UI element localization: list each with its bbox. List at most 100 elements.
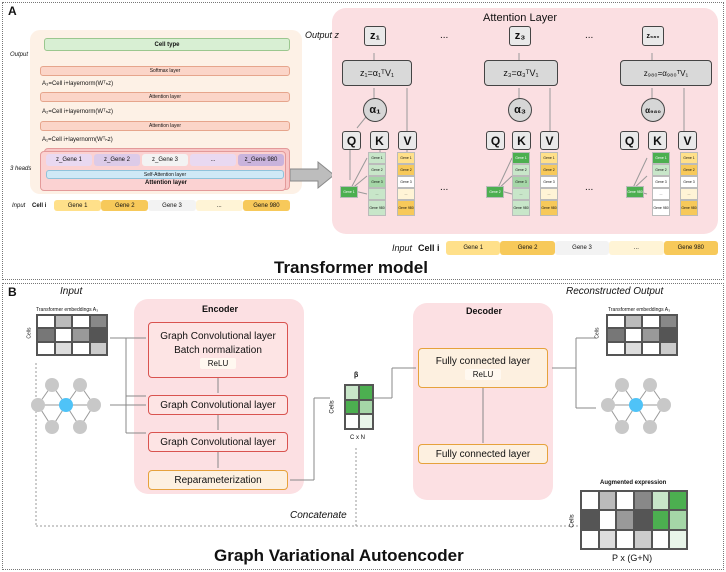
- ellipsis-top-2: ...: [585, 30, 594, 41]
- gene-980-right: Gene 980: [663, 241, 719, 255]
- gene-row-right: Gene 1 Gene 2 Gene 3 ... Gene 980: [446, 241, 719, 255]
- output-label: Output: [10, 52, 29, 58]
- reconstructed-output-label: Reconstructed Output: [566, 286, 664, 297]
- gcl-block-3: Graph Convolutional layer: [148, 432, 288, 452]
- gene-1-right: Gene 1: [446, 241, 501, 255]
- fcl-block-2: Fully connected layer: [418, 444, 548, 464]
- gcl-batchnorm-block: Graph Convolutional layer Batch normaliz…: [148, 322, 288, 378]
- mini-v3-g5: Gene 980: [680, 200, 698, 216]
- input-matrix: [36, 314, 108, 356]
- input-label-right: Input: [392, 243, 413, 253]
- concatenate-label: Concatenate: [290, 510, 347, 521]
- self-attention-layer: Self-Attention layer: [46, 170, 284, 179]
- input-label-b: Input: [60, 286, 83, 297]
- gene-980-left: Gene 980: [242, 200, 291, 211]
- input-label-left: Input: [12, 203, 26, 209]
- z-gene-3: z_Gene 3: [142, 154, 188, 166]
- mini-v1-g3: Gene 3: [397, 176, 415, 188]
- panel-b-letter: B: [8, 285, 17, 299]
- fcl-label-1: Fully connected layer: [435, 356, 531, 367]
- panel-b: [2, 283, 724, 570]
- panel-a-letter: A: [8, 4, 17, 18]
- v-box-1: V: [398, 131, 417, 150]
- attention-layer-title: Attention Layer: [483, 12, 557, 24]
- panel-a: [2, 2, 724, 280]
- beta-matrix: [344, 384, 374, 430]
- mini-v2-g5: Gene 980: [540, 200, 558, 216]
- output-matrix: [606, 314, 678, 356]
- z3-box: z₃: [509, 26, 531, 46]
- mini-k3-g4: ...: [652, 188, 670, 200]
- v-box-2: V: [540, 131, 559, 150]
- augmented-label: Augmented expression: [600, 480, 667, 486]
- beta-label: β: [354, 372, 359, 379]
- alpha3-node: α₃: [508, 98, 532, 122]
- gene-1-left: Gene 1: [54, 200, 102, 211]
- mini-k1-g3: Gene 3: [368, 176, 386, 188]
- mini-stack-v3: Gene 1 Gene 2 Gene 3 ... Gene 980: [680, 152, 698, 216]
- cxn-label: C x N: [350, 435, 365, 441]
- cells-label-in: Cells: [26, 327, 33, 339]
- fcl-relu-block: Fully connected layer ReLU: [418, 348, 548, 388]
- alpha1-node: α₁: [363, 98, 387, 122]
- z1-box: z₁: [364, 26, 386, 46]
- mini-k2-g3: Gene 3: [512, 176, 530, 188]
- mini-gene-q1: Gene 1: [340, 186, 358, 198]
- mini-k3-g1: Gene 1: [652, 152, 670, 164]
- cells-label-out: Cells: [594, 327, 601, 339]
- gene-row-left: Gene 1 Gene 2 Gene 3 ... Gene 980: [54, 200, 291, 211]
- cells-label-beta: Cells: [329, 400, 336, 414]
- cells-label-aug: Cells: [569, 514, 576, 528]
- transformer-model-title: Transformer model: [274, 258, 428, 277]
- pxgn-label: P x (G+N): [612, 553, 653, 563]
- mini-v3-g4: ...: [680, 188, 698, 200]
- z-gene-980: z_Gene 980: [238, 154, 284, 166]
- gene-3-right: Gene 3: [554, 241, 610, 255]
- cell-type-box: Cell type: [44, 38, 290, 51]
- attention-layer-label: Attention layer: [145, 180, 188, 186]
- cell-i-right: Cell i: [418, 243, 440, 253]
- arrow-to-attention-icon: [290, 160, 335, 190]
- gcl-block-2: Graph Convolutional layer: [148, 395, 288, 415]
- ellipsis-top-1: ...: [440, 30, 449, 41]
- mini-stack-k2: Gene 1 Gene 2 Gene 3 ... Gene 980: [512, 152, 530, 216]
- k-box-2: K: [512, 131, 531, 150]
- mini-k2-g4: ...: [512, 188, 530, 200]
- gvae-title: Graph Variational Autoencoder: [214, 546, 464, 565]
- mini-k3-g3: Gene 3: [652, 176, 670, 188]
- gene-2-right: Gene 2: [500, 241, 555, 255]
- formula-a2: A₂=Cell i+layernorm(Wᵀₕz): [42, 109, 114, 115]
- augmented-matrix: [580, 490, 688, 550]
- mini-stack-k1: Gene 1 Gene 2 Gene 3 ... Gene 980: [368, 152, 386, 216]
- three-heads-label: 3 heads: [10, 166, 32, 172]
- attention-layer-2: Attention layer: [40, 121, 290, 131]
- cell-i-left: Cell i: [32, 203, 47, 209]
- q-box-2: Q: [486, 131, 505, 150]
- output-graph-icon: [601, 378, 671, 434]
- alpha980-node: α₉₈₀: [641, 98, 665, 122]
- mini-k1-g2: Gene 2: [368, 164, 386, 176]
- mini-v1-g1: Gene 1: [397, 152, 415, 164]
- z1-formula: z₁=α₁ᵀV₁: [342, 60, 412, 86]
- gene-2-left: Gene 2: [101, 200, 149, 211]
- attention-layer-3: Attention layer: [40, 92, 290, 102]
- formula-a3: A₃=Cell i+layernorm(Wᵀₕz): [42, 81, 114, 87]
- mini-v3-g1: Gene 1: [680, 152, 698, 164]
- z-gene-ellipsis: ...: [190, 154, 236, 166]
- reparam-block: Reparameterization: [148, 470, 288, 490]
- mini-v1-g2: Gene 2: [397, 164, 415, 176]
- mini-k2-g5: Gene 980: [512, 200, 530, 216]
- z-gene-1: z_Gene 1: [46, 154, 92, 166]
- embeddings-label-in: Transformer embeddings A₃: [36, 307, 99, 313]
- gene-ellipsis-left: ...: [195, 200, 243, 211]
- q-box-1: Q: [342, 131, 361, 150]
- mini-k1-g4: ...: [368, 188, 386, 200]
- z980-formula: z₉₈₀=α₉₈₀ᵀV₁: [620, 60, 712, 86]
- mini-k2-g2: Gene 2: [512, 164, 530, 176]
- mini-stack-v2: Gene 1 Gene 2 Gene 3 ... Gene 980: [540, 152, 558, 216]
- z-gene-row: z_Gene 1 z_Gene 2 z_Gene 3 ... z_Gene 98…: [46, 154, 284, 166]
- mini-v2-g3: Gene 3: [540, 176, 558, 188]
- output-z-label: Output z: [305, 30, 340, 40]
- k-box-1: K: [370, 131, 389, 150]
- gene-ellipsis-right: ...: [609, 241, 664, 255]
